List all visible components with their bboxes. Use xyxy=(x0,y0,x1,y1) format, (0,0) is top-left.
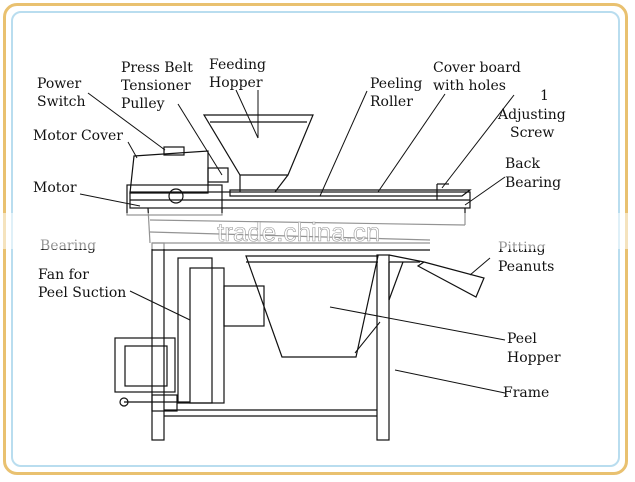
svg-text:Power: Power xyxy=(37,76,82,92)
label-tensioner: Tensioner xyxy=(121,78,191,94)
peel-hopper-body xyxy=(245,255,379,358)
label-power: Power xyxy=(37,76,82,92)
svg-text:Frame: Frame xyxy=(503,385,549,401)
label-peel-hopper: Hopper xyxy=(507,350,561,366)
label-peanuts: Peanuts xyxy=(498,259,554,275)
svg-text:Peel: Peel xyxy=(507,331,537,347)
svg-text:Feeding: Feeding xyxy=(209,57,266,73)
label-switch: Switch xyxy=(37,94,86,110)
fan-housing xyxy=(177,257,213,404)
watermark-text: trade.china.cn xyxy=(217,217,380,247)
svg-text:trade.china.cn: trade.china.cn xyxy=(217,217,380,247)
fan-motor xyxy=(114,337,176,393)
tensioner-pulley xyxy=(207,167,229,183)
svg-text:Motor Cover: Motor Cover xyxy=(33,128,123,144)
svg-text:with holes: with holes xyxy=(433,78,506,94)
motor-cover xyxy=(129,150,209,194)
machine-drawing xyxy=(114,114,485,441)
label-pulley: Pulley xyxy=(121,96,165,112)
label-with-holes: with holes xyxy=(433,78,506,94)
label-adjusting-number: 1 xyxy=(540,88,549,104)
svg-text:Adjusting: Adjusting xyxy=(497,107,566,123)
label-adjusting: Adjusting xyxy=(497,107,566,123)
svg-text:Pulley: Pulley xyxy=(121,96,165,112)
label-back: Back xyxy=(505,156,540,172)
svg-text:Screw: Screw xyxy=(510,125,554,141)
label-hopper: Hopper xyxy=(209,75,263,91)
pitting-chute xyxy=(416,261,485,298)
svg-text:Switch: Switch xyxy=(37,94,86,110)
svg-text:1: 1 xyxy=(540,88,549,104)
label-peel-suction: Peel Suction xyxy=(38,285,126,301)
svg-text:Peel Suction: Peel Suction xyxy=(38,285,126,301)
label-feeding: Feeding xyxy=(209,57,266,73)
svg-text:Fan for: Fan for xyxy=(38,267,89,283)
svg-text:Hopper: Hopper xyxy=(209,75,263,91)
svg-text:Bearing: Bearing xyxy=(505,175,561,191)
svg-text:Cover board: Cover board xyxy=(433,60,521,76)
label-roller: Roller xyxy=(370,94,413,110)
svg-text:Peanuts: Peanuts xyxy=(498,259,554,275)
label-motor: Motor xyxy=(33,180,77,196)
label-frame: Frame xyxy=(503,385,549,401)
label-peeling: Peeling xyxy=(370,76,422,92)
label-back-bearing: Bearing xyxy=(505,175,561,191)
leader-lines xyxy=(79,89,515,394)
svg-text:Hopper: Hopper xyxy=(507,350,561,366)
svg-text:Press Belt: Press Belt xyxy=(121,60,193,76)
svg-text:Motor: Motor xyxy=(33,180,77,196)
svg-text:Roller: Roller xyxy=(370,94,413,110)
cover-board xyxy=(229,189,472,197)
label-screw: Screw xyxy=(510,125,554,141)
label-press-belt: Press Belt xyxy=(121,60,193,76)
svg-text:Back: Back xyxy=(505,156,540,172)
svg-text:Peeling: Peeling xyxy=(370,76,422,92)
label-motor-cover: Motor Cover xyxy=(33,128,123,144)
label-fan-for: Fan for xyxy=(38,267,89,283)
svg-text:Tensioner: Tensioner xyxy=(121,78,191,94)
label-peel: Peel xyxy=(507,331,537,347)
label-cover-board: Cover board xyxy=(433,60,521,76)
watermark-band xyxy=(0,213,635,249)
frame-leg-right xyxy=(376,254,390,441)
